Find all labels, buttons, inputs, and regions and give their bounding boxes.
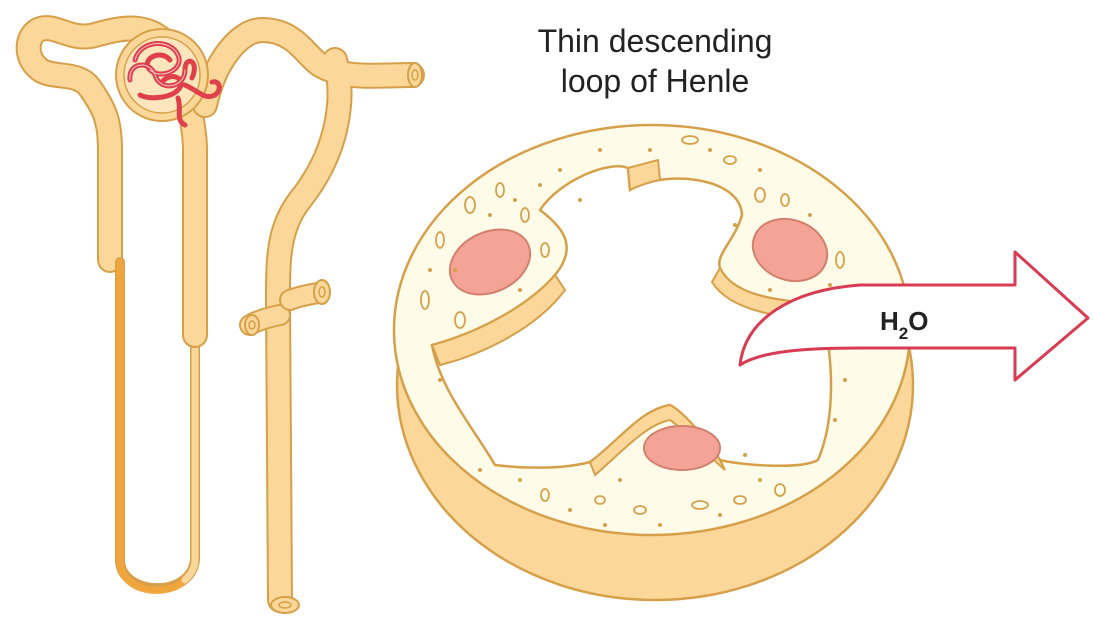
distal-tubule <box>205 30 412 600</box>
tube-opening <box>271 597 299 613</box>
tube-opening <box>314 280 330 304</box>
tubule-cross-section <box>394 125 913 600</box>
nephron <box>29 28 422 613</box>
tube-opening <box>408 63 422 87</box>
cell-nucleus <box>644 426 720 470</box>
title-line-1: Thin descending <box>538 23 773 59</box>
tube-opening <box>245 315 259 335</box>
title-line-2: loop of Henle <box>561 63 750 99</box>
